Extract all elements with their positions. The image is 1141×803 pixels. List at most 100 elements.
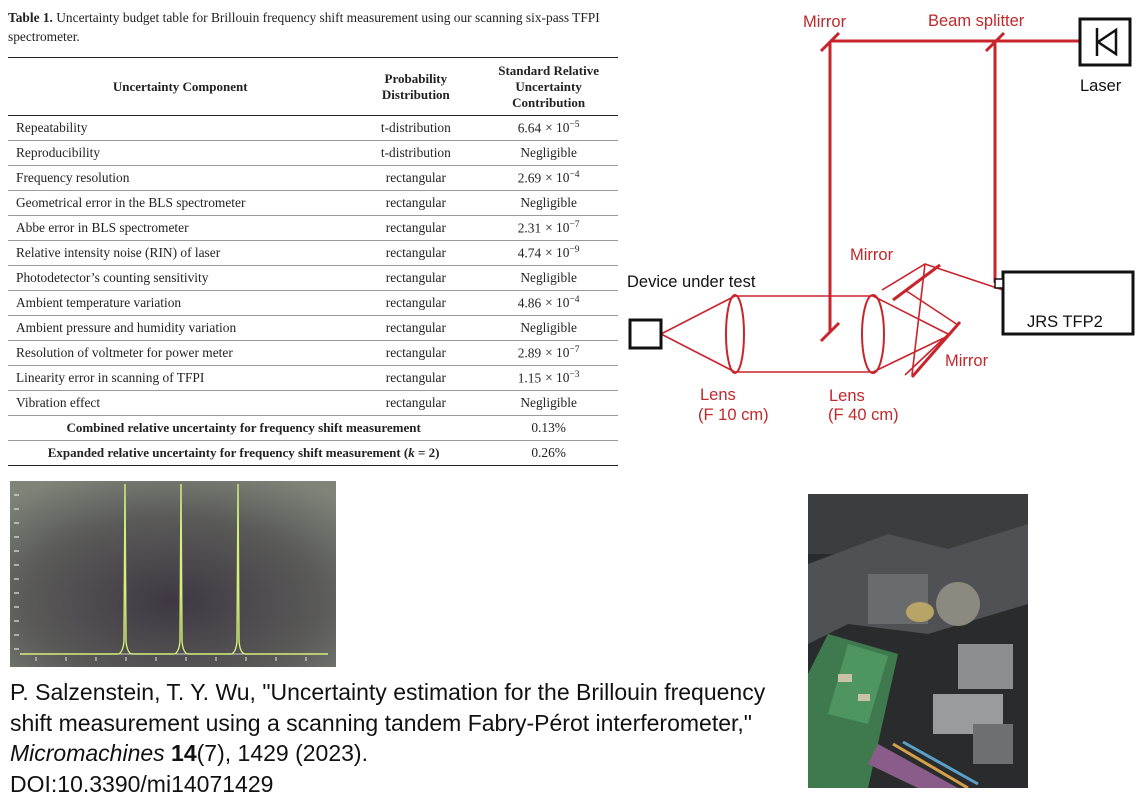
uncertainty-component-cell: Abbe error in BLS spectrometer [8, 215, 353, 241]
beam-parallel [735, 295, 873, 373]
distribution-cell: t-distribution [352, 115, 480, 141]
contribution-cell: Negligible [479, 265, 618, 291]
mirror-bottom-fold [819, 321, 841, 343]
citation-volume: 14 [171, 740, 197, 766]
contribution-mantissa: 2.69 [517, 170, 542, 186]
uncertainty-component-cell: Reproducibility [8, 140, 353, 166]
contribution-text: Negligible [520, 270, 577, 285]
device-under-test-box [628, 318, 663, 350]
uncertainty-component-cell: Vibration effect [8, 390, 353, 416]
contribution-exponent: −9 [569, 244, 580, 255]
spectrum-peaks [20, 483, 328, 655]
distribution-cell: rectangular [352, 240, 480, 266]
contribution-text: Negligible [520, 395, 577, 410]
uncertainty-component-cell: Photodetector’s counting sensitivity [8, 265, 353, 291]
combined-uncertainty-row: Combined relative uncertainty for freque… [8, 415, 618, 441]
jrs-tfp2-box [1001, 270, 1135, 336]
citation: P. Salzenstein, T. Y. Wu, "Uncertainty e… [10, 677, 800, 799]
contribution-cell: 1.15× 10−3 [479, 365, 618, 391]
contribution-exponent: −7 [569, 344, 580, 355]
distribution-cell: rectangular [352, 190, 480, 216]
contribution-mantissa: 6.64 [517, 120, 542, 136]
distribution-cell: rectangular [352, 290, 480, 316]
combined-uncertainty-value: 0.13% [479, 415, 618, 441]
table-caption-text: Uncertainty budget table for Brillouin f… [8, 10, 600, 44]
citation-issue-pages-year: (7), 1429 (2023). [196, 740, 368, 766]
distribution-cell: rectangular [352, 265, 480, 291]
contribution-text: Negligible [520, 145, 577, 160]
table-caption-label: Table 1. [8, 10, 53, 25]
cone-device-lens1 [660, 295, 736, 373]
citation-journal: Micromachines [10, 740, 165, 766]
label-lens1-name: Lens [700, 386, 736, 404]
expanded-label-post: = 2) [414, 445, 440, 460]
distribution-cell: rectangular [352, 315, 480, 341]
combined-uncertainty-label: Combined relative uncertainty for freque… [8, 415, 480, 441]
distribution-cell: rectangular [352, 390, 480, 416]
mirrors [819, 31, 1006, 378]
spectrometer-photo [808, 494, 1028, 788]
label-device-under-test: Device under test [627, 273, 756, 291]
contribution-cell: 4.74× 10−9 [479, 240, 618, 266]
spectrum-y-ticks [14, 494, 19, 650]
contribution-exponent: −4 [569, 169, 580, 180]
uncertainty-component-cell: Geometrical error in the BLS spectromete… [8, 190, 353, 216]
label-jrs-tfp2: JRS TFP2 [1027, 313, 1103, 331]
distribution-cell: rectangular [352, 340, 480, 366]
label-laser: Laser [1080, 77, 1122, 95]
brillouin-spectrum-image [10, 481, 336, 667]
mirror-top [819, 31, 841, 53]
contribution-cell: 2.69× 10−4 [479, 165, 618, 191]
label-lens1-focal: (F 10 cm) [698, 406, 769, 424]
table-row: Geometrical error in the BLS spectromete… [8, 190, 618, 216]
contribution-cell: 6.64× 10−5 [479, 115, 618, 141]
label-lens2-name: Lens [829, 387, 865, 405]
contribution-cell: 2.31× 10−7 [479, 215, 618, 241]
contribution-text: Negligible [520, 320, 577, 335]
beam-upper-mirror [881, 263, 1004, 291]
uncertainty-table-container: Uncertainty Component Probability Distri… [8, 57, 618, 466]
uncertainty-component-cell: Linearity error in scanning of TFPI [8, 365, 353, 391]
distribution-cell: t-distribution [352, 140, 480, 166]
contribution-times-ten: × 10 [545, 245, 570, 261]
contribution-times-ten: × 10 [545, 170, 570, 186]
contribution-cell: Negligible [479, 140, 618, 166]
distribution-cell: rectangular [352, 165, 480, 191]
lens-f10 [725, 294, 745, 374]
header-uncertainty-contribution: Standard Relative Uncertainty Contributi… [479, 57, 618, 116]
laser-box [1078, 17, 1132, 67]
table-caption: Table 1. Uncertainty budget table for Br… [8, 8, 623, 46]
uncertainty-component-cell: Resolution of voltmeter for power meter [8, 340, 353, 366]
contribution-cell: Negligible [479, 315, 618, 341]
contribution-cell: Negligible [479, 190, 618, 216]
cone-lens2 [872, 295, 951, 373]
contribution-times-ten: × 10 [545, 120, 570, 136]
contribution-cell: 4.86× 10−4 [479, 290, 618, 316]
laser-icon [1095, 27, 1118, 57]
uncertainty-component-cell: Ambient pressure and humidity variation [8, 315, 353, 341]
optical-setup-diagram: Mirror Beam splitter Laser Mirror Device… [627, 12, 1135, 424]
contribution-times-ten: × 10 [545, 220, 570, 236]
uncertainty-component-cell: Ambient temperature variation [8, 290, 353, 316]
contribution-exponent: −3 [569, 369, 580, 380]
contribution-cell: 2.89× 10−7 [479, 340, 618, 366]
uncertainty-budget-table: Uncertainty Component Probability Distri… [8, 57, 618, 466]
spectrum-x-ticks [35, 657, 307, 661]
contribution-mantissa: 2.31 [517, 220, 542, 236]
expanded-uncertainty-row: Expanded relative uncertainty for freque… [8, 440, 618, 466]
expanded-uncertainty-label: Expanded relative uncertainty for freque… [8, 440, 480, 466]
label-mirror-mid: Mirror [850, 246, 894, 264]
contribution-times-ten: × 10 [545, 370, 570, 386]
contribution-mantissa: 1.15 [517, 370, 542, 386]
